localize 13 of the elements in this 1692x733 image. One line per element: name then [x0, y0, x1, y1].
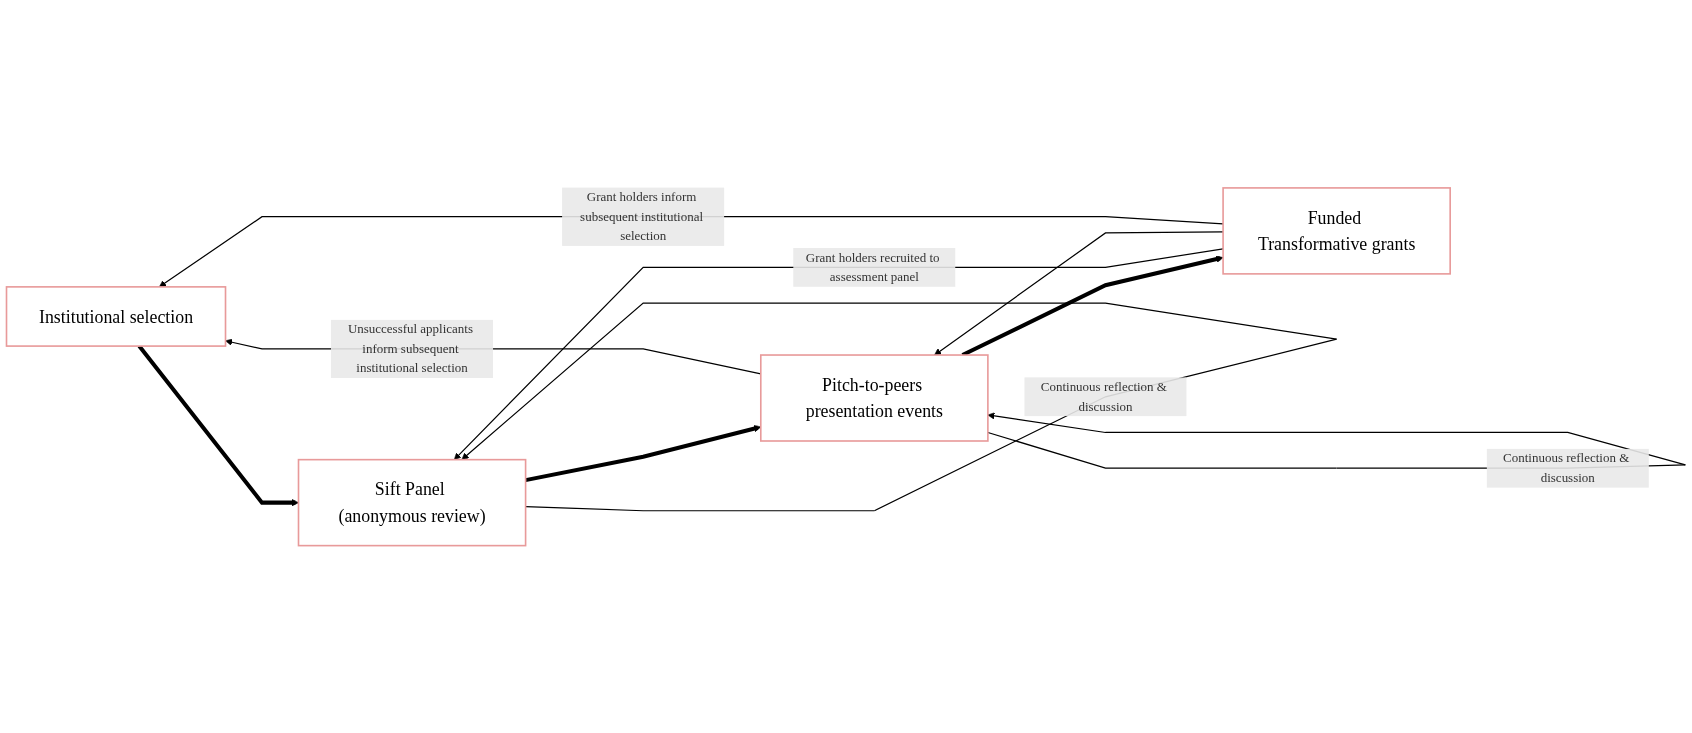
edge-label: Continuous reflection & discussion — [1503, 451, 1630, 485]
arrow — [453, 248, 1224, 460]
node-box: Sift Panel (anonymous review) — [297, 458, 527, 547]
edge-label: Grant holders inform subsequent institutional selection — [580, 189, 704, 243]
node-box: Funded Transformative grants — [1222, 187, 1451, 275]
arrow — [159, 216, 1224, 288]
edge-label: Grant holders recruited to assessment panel — [805, 250, 940, 284]
node-box: Institutional selection — [5, 286, 227, 347]
node-box: Pitch-to-peers presentation events — [760, 354, 989, 442]
edge-label: Unsuccessful applicants inform subsequent institutional selection — [347, 322, 473, 375]
edge-label: Continuous reflection & discussion — [1040, 379, 1167, 413]
arrow — [461, 302, 1338, 512]
arrow — [934, 231, 1224, 356]
